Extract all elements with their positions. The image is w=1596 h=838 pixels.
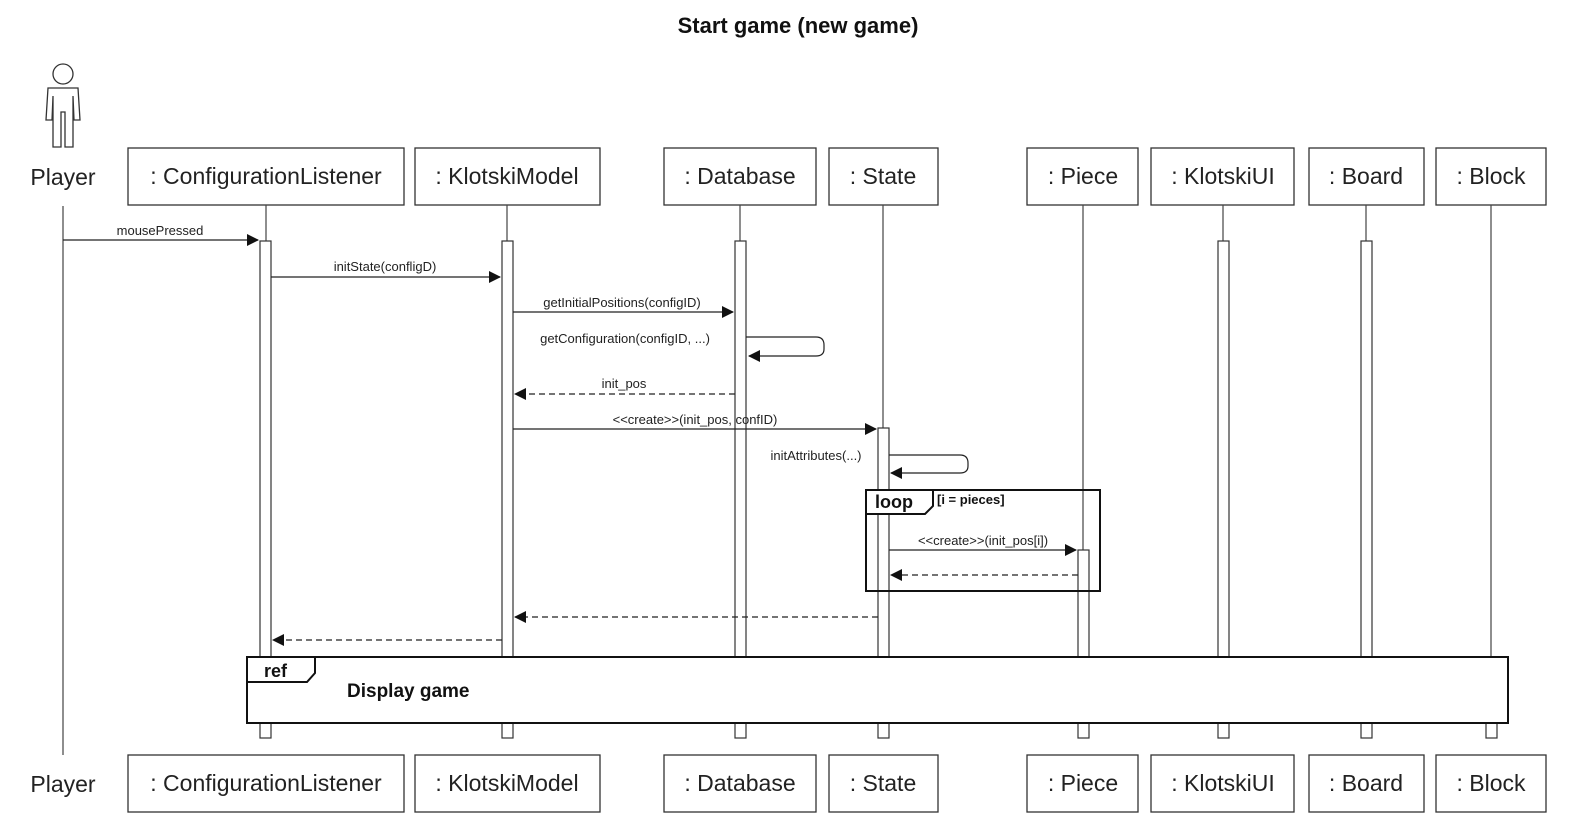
message-label: <<create>>(init_pos, confID) <box>613 412 778 427</box>
activation-bar <box>734 240 747 739</box>
self-message-arrow <box>889 454 969 479</box>
diagram-title: Start game (new game) <box>678 13 919 38</box>
participant-box <box>828 147 939 206</box>
loop-fragment: loop [i = pieces] <box>865 489 1101 592</box>
participant-label: : ConfigurationListener <box>150 163 382 189</box>
participant-label: : ConfigurationListener <box>150 770 382 796</box>
stick-figure-icon <box>45 63 81 148</box>
participant-label: : Block <box>1456 770 1526 796</box>
participant-box <box>1150 147 1295 206</box>
activation-bar <box>1360 240 1373 739</box>
message-label: initState(confligD) <box>334 259 437 274</box>
participant-feet-bottom: : ConfigurationListener : KlotskiModel :… <box>127 754 1547 813</box>
self-message-arrow <box>746 336 825 362</box>
ref-tab <box>246 656 316 683</box>
participant-box <box>1026 147 1139 206</box>
participant-label: : Block <box>1456 163 1526 189</box>
participant-box <box>828 754 939 813</box>
participant-label: : Piece <box>1048 770 1118 796</box>
participant-box <box>414 147 601 206</box>
activation-bar <box>259 240 272 739</box>
participant-label: : State <box>850 163 916 189</box>
actor-label-top: Player <box>30 164 96 190</box>
message-label: mousePressed <box>117 223 204 238</box>
participant-label: : Database <box>684 770 795 796</box>
message-label: <<create>>(init_pos[i]) <box>918 533 1048 548</box>
participant-box <box>127 754 405 813</box>
participant-box <box>1435 754 1547 813</box>
loop-keyword: loop <box>875 492 913 512</box>
activation-bar <box>501 240 514 739</box>
participant-label: : KlotskiModel <box>435 770 578 796</box>
messages: mousePressed initState(confligD) getInit… <box>63 223 1078 646</box>
participant-box <box>1150 754 1295 813</box>
participant-box <box>1308 147 1425 206</box>
loop-frame <box>865 489 1101 592</box>
participant-box <box>663 754 817 813</box>
loop-tab <box>865 489 934 515</box>
participant-label: : Database <box>684 163 795 189</box>
activation-bar <box>1485 722 1498 739</box>
participant-box <box>1435 147 1547 206</box>
actor-label-bottom: Player <box>30 771 96 797</box>
participant-label: : Board <box>1329 770 1403 796</box>
ref-frame <box>246 656 1509 724</box>
activation-bar <box>1077 549 1090 739</box>
message-label: init_pos <box>602 376 647 391</box>
participant-box <box>1308 754 1425 813</box>
participant-heads-top: : ConfigurationListener : KlotskiModel :… <box>127 147 1547 206</box>
participant-label: : Board <box>1329 163 1403 189</box>
participant-label: : KlotskiUI <box>1171 770 1275 796</box>
message-label: initAttributes(...) <box>770 448 861 463</box>
participant-label: : State <box>850 770 916 796</box>
ref-keyword: ref <box>264 661 288 681</box>
participant-label: : Piece <box>1048 163 1118 189</box>
activation-bar <box>877 427 890 739</box>
ref-text: Display game <box>347 681 470 702</box>
message-label: getInitialPositions(configID) <box>543 295 701 310</box>
participant-label: : KlotskiModel <box>435 163 578 189</box>
participant-box <box>414 754 601 813</box>
activation-bars <box>259 240 1498 739</box>
message-label: getConfiguration(configID, ...) <box>540 331 710 346</box>
activation-bar <box>1217 240 1230 739</box>
participant-box <box>1026 754 1139 813</box>
participant-label: : KlotskiUI <box>1171 163 1275 189</box>
loop-guard: [i = pieces] <box>937 492 1005 507</box>
ref-fragment: ref Display game <box>246 656 1509 724</box>
